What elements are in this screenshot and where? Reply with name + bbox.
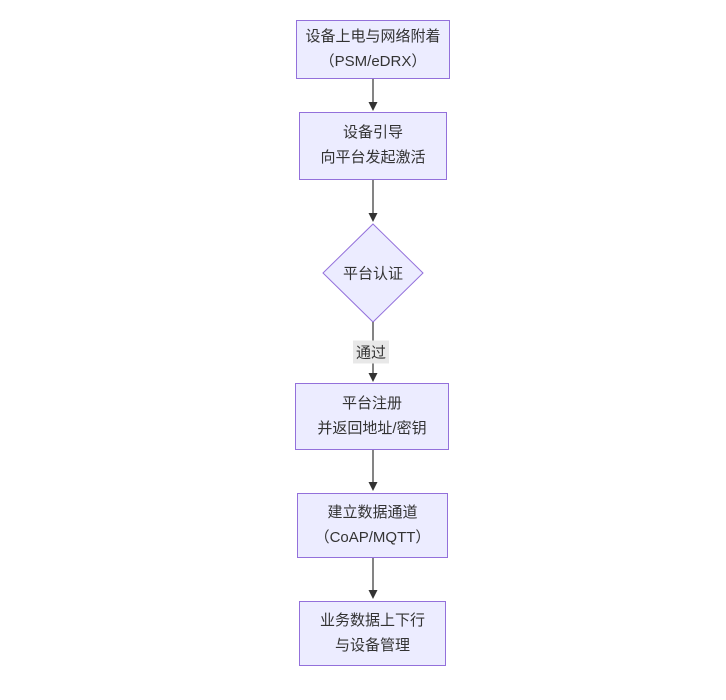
node-platform-register: 平台注册 并返回地址/密钥 — [295, 383, 449, 450]
node-power-attach: 设备上电与网络附着 （PSM/eDRX） — [296, 20, 450, 79]
node-data-channel-line1: 建立数据通道 — [327, 503, 418, 521]
node-business-data-line1: 业务数据上下行 — [319, 611, 425, 629]
node-business-data-line2: 与设备管理 — [334, 636, 410, 654]
arrowhead-icon — [368, 373, 378, 382]
node-bootstrap-line2: 向平台发起激活 — [320, 149, 426, 166]
node-platform-auth-label: 平台认证 — [342, 265, 404, 283]
node-business-data: 业务数据上下行 与设备管理 — [299, 601, 446, 666]
node-platform-register-line1: 平台注册 — [341, 394, 402, 412]
node-power-attach-line2: （PSM/eDRX） — [319, 52, 427, 70]
arrowhead-icon — [368, 590, 378, 599]
arrowhead-icon — [368, 102, 378, 111]
node-bootstrap: 设备引导 向平台发起激活 — [299, 112, 447, 180]
edge-label-pass: 通过 — [352, 340, 390, 364]
node-platform-register-line2: 并返回地址/密钥 — [317, 419, 427, 437]
node-data-channel: 建立数据通道 （CoAP/MQTT） — [297, 493, 448, 558]
node-data-channel-line2: （CoAP/MQTT） — [314, 528, 431, 546]
arrowhead-icon — [368, 213, 378, 222]
node-bootstrap-line1: 设备引导 — [342, 124, 403, 142]
arrowhead-icon — [368, 482, 378, 491]
node-power-attach-line1: 设备上电与网络附着 — [305, 27, 441, 45]
